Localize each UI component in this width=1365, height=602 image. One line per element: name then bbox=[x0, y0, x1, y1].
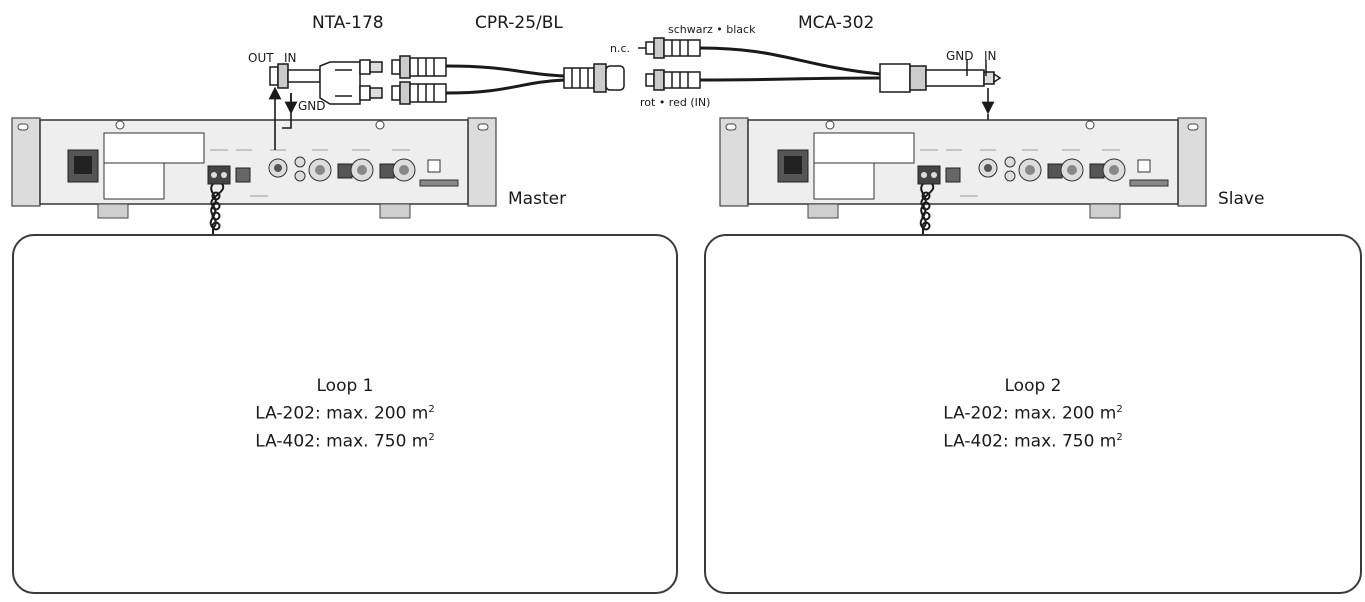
loop-1-line-2: LA-402: max. 750 m2 bbox=[255, 431, 435, 452]
loop-2-line-1: LA-202: max. 200 m2 bbox=[943, 404, 1123, 424]
gnd-label-left: GND bbox=[298, 99, 326, 113]
loop-2-line-2: LA-402: max. 750 m2 bbox=[943, 431, 1123, 452]
master-label: Master bbox=[508, 189, 566, 209]
mca-302-cable bbox=[638, 37, 1002, 93]
loop-2-text: Loop 2 LA-202: max. 200 m2 LA-402: max. … bbox=[943, 374, 1122, 453]
black-wire-label: schwarz • black bbox=[668, 23, 756, 36]
mca-302-label: MCA-302 bbox=[798, 13, 874, 33]
loop-1-title: Loop 1 bbox=[316, 376, 374, 397]
loop-1-text: Loop 1 LA-202: max. 200 m2 LA-402: max. … bbox=[255, 374, 434, 453]
slave-label: Slave bbox=[1218, 189, 1264, 209]
in-label-right: IN bbox=[984, 49, 997, 63]
slave-loop-cable bbox=[919, 183, 935, 234]
master-unit bbox=[11, 117, 497, 219]
nta-178-label: NTA-178 bbox=[312, 13, 384, 33]
red-wire-label: rot • red (IN) bbox=[640, 96, 710, 109]
slave-unit bbox=[719, 117, 1207, 219]
out-label: OUT bbox=[248, 51, 274, 65]
loop-1-box: Loop 1 LA-202: max. 200 m2 LA-402: max. … bbox=[12, 234, 678, 594]
master-loop-cable bbox=[209, 183, 225, 234]
cpr-25-label: CPR-25/BL bbox=[475, 13, 563, 33]
nta-178-adapter bbox=[269, 59, 383, 105]
master-signal-lines bbox=[268, 86, 298, 150]
loop-2-box: Loop 2 LA-202: max. 200 m2 LA-402: max. … bbox=[704, 234, 1362, 594]
gnd-label-right: GND bbox=[946, 49, 974, 63]
loop-2-title: Loop 2 bbox=[1004, 376, 1062, 397]
cpr-25-cable bbox=[391, 55, 625, 105]
in-label-left: IN bbox=[284, 51, 297, 65]
loop-1-line-1: LA-202: max. 200 m2 bbox=[255, 404, 435, 424]
nc-label: n.c. bbox=[610, 42, 630, 55]
